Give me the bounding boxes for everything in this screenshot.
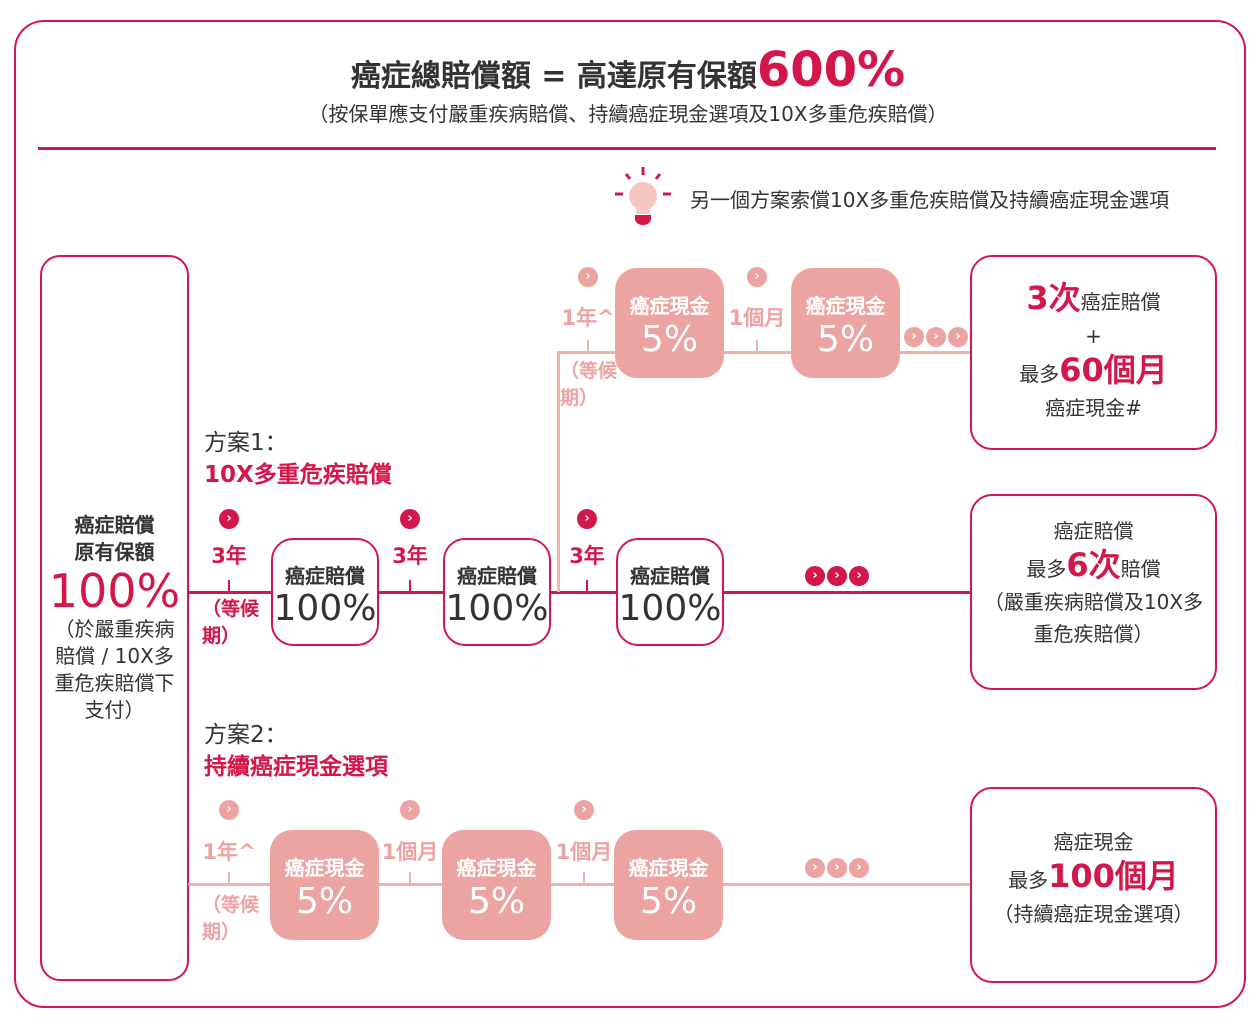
plan1-heading: 方案1：10X多重危疾賠償	[204, 430, 392, 488]
waiting-period-label: （等候期）	[560, 360, 618, 409]
chevron-right-icon: ›	[219, 509, 239, 529]
plan1-result-box: 癌症賠償 最多6次賠償 （嚴重疾病賠償及10X多重危疾賠償）	[970, 494, 1217, 690]
title-highlight: 600%	[756, 42, 906, 98]
interval-label: 1年^	[202, 840, 256, 864]
continue-chevrons-icon: ›››	[805, 566, 869, 586]
subtitle: （按保單應支付嚴重疾病賠償、持續癌症現金選項及10X多重危疾賠償）	[308, 102, 948, 126]
chevron-right-icon: ›	[400, 509, 420, 529]
divider	[38, 147, 1216, 150]
original-percent: 100%	[48, 564, 181, 618]
interval-label: 3年	[211, 544, 247, 568]
tick	[228, 872, 230, 884]
chevron-right-icon: ›	[578, 267, 598, 287]
plan1-timeline	[188, 591, 970, 594]
tick	[409, 580, 411, 592]
tick	[228, 580, 230, 592]
diagram-frame	[14, 20, 1246, 1008]
original-note: （於嚴重疾病賠償 / 10X多重危疾賠償下支付）	[54, 617, 175, 722]
chevron-right-icon: ›	[577, 509, 597, 529]
lightbulb-icon	[614, 166, 672, 232]
branch-result-box: 3次癌症賠償 + 最多60個月 癌症現金#	[970, 255, 1217, 450]
interval-label: 1個月	[728, 306, 786, 330]
plan2-heading: 方案2：持續癌症現金選項	[204, 722, 388, 780]
tick	[409, 872, 411, 884]
original-sum-box: 癌症賠償原有保額 100% （於嚴重疾病賠償 / 10X多重危疾賠償下支付）	[40, 255, 189, 981]
chevron-right-icon: ›	[400, 800, 420, 820]
chevron-right-icon: ›	[747, 267, 767, 287]
page-title: 癌症總賠償額 = 高達原有保額600%	[350, 42, 906, 98]
tick	[583, 872, 585, 884]
tip-text: 另一個方案索償10X多重危疾賠償及持續癌症現金選項	[690, 188, 1170, 212]
waiting-period-label: （等候期）	[202, 598, 260, 647]
tick	[756, 340, 758, 352]
continue-chevrons-icon: ›››	[805, 858, 869, 878]
branch-timeline	[557, 351, 970, 354]
interval-label: 1個月	[555, 840, 613, 864]
interval-label: 1年^	[561, 306, 615, 330]
tick	[586, 580, 588, 592]
continue-chevrons-icon: ›››	[904, 327, 968, 347]
interval-label: 1個月	[381, 840, 439, 864]
plan2-timeline	[188, 883, 970, 886]
tick	[587, 340, 589, 352]
plan2-result-box: 癌症現金 最多100個月 （持續癌症現金選項）	[970, 787, 1217, 983]
interval-label: 3年	[569, 544, 605, 568]
chevron-right-icon: ›	[219, 800, 239, 820]
branch-connector	[557, 351, 560, 592]
waiting-period-label: （等候期）	[202, 894, 260, 943]
interval-label: 3年	[392, 544, 428, 568]
chevron-right-icon: ›	[574, 800, 594, 820]
